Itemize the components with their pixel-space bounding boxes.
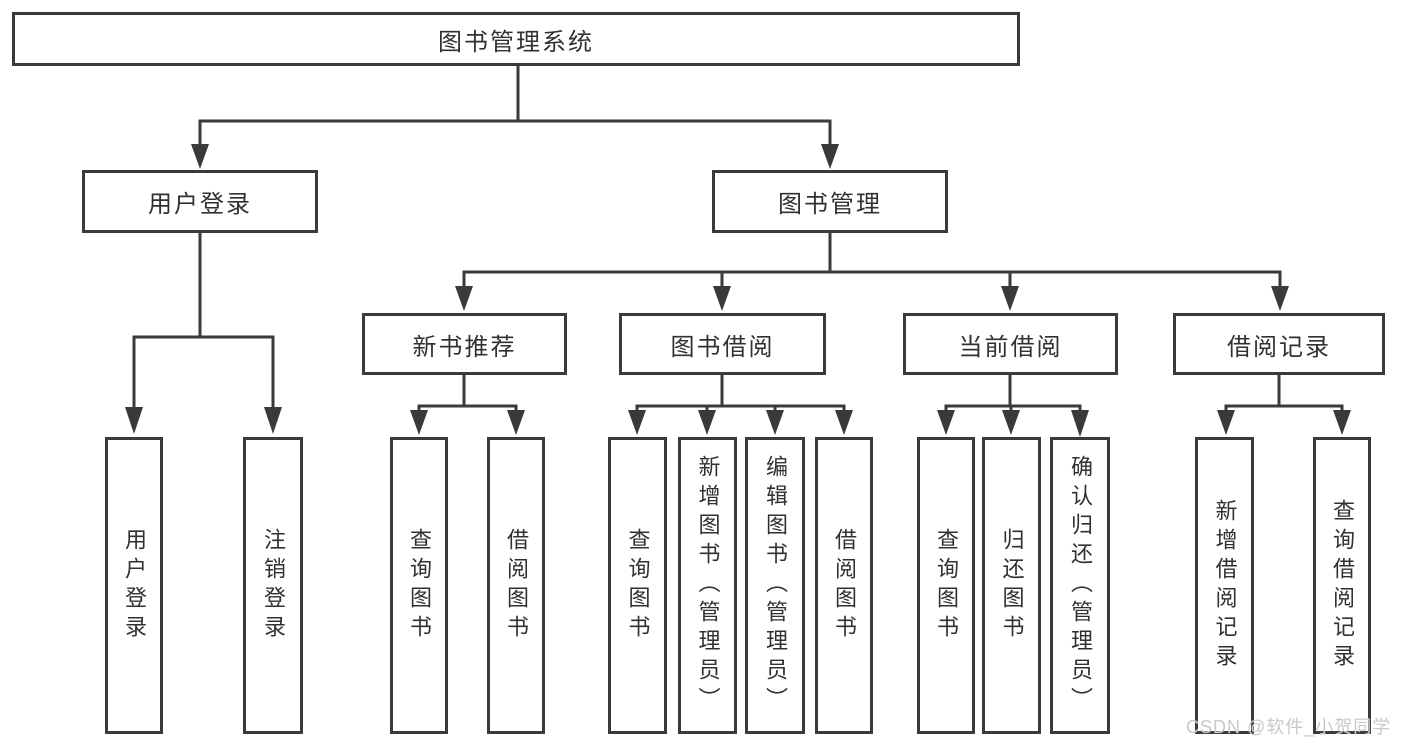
leaf-add-borrow-record: 新增借阅记录 [1195,437,1254,734]
arrowhead [821,144,839,169]
leaf-logout: 注销登录 [243,437,303,734]
arrowhead [937,410,955,435]
leaf-add-books-admin: 新增图书（管理员） [678,437,737,734]
arrowhead [713,286,731,311]
leaf-confirm-return-admin: 确认归还（管理员） [1050,437,1110,734]
arrowhead [1271,286,1289,311]
arrowhead [1333,410,1351,435]
node-current-borrowing: 当前借阅 [903,313,1118,375]
leaf-return-books: 归还图书 [982,437,1041,734]
arrowhead [1001,286,1019,311]
arrowhead [1002,410,1020,435]
arrowhead [766,410,784,435]
arrowhead [1071,410,1089,437]
arrowhead [455,286,473,311]
leaf-query-borrow-record: 查询借阅记录 [1313,437,1371,734]
leaf-edit-books-admin: 编辑图书（管理员） [745,437,805,734]
csdn-watermark: CSDN @软件_小贺同学 [1186,717,1392,737]
leaf-query-books-borrowing: 查询图书 [608,437,667,734]
arrowhead [507,410,525,435]
arrowhead [191,144,209,169]
leaf-query-books-recommendation: 查询图书 [390,437,448,734]
leaf-borrow-books-recommendation: 借阅图书 [487,437,545,734]
node-book-management-branch: 图书管理 [712,170,948,233]
node-user-login-branch: 用户登录 [82,170,318,233]
node-new-book-recommendation: 新书推荐 [362,313,567,375]
arrowhead [410,410,428,435]
node-borrowing-records: 借阅记录 [1173,313,1385,375]
leaf-query-books-current: 查询图书 [917,437,975,734]
node-book-borrowing: 图书借阅 [619,313,826,375]
arrowhead [628,410,646,435]
arrowhead [1217,410,1235,435]
arrowhead [835,410,853,435]
leaf-borrow-books: 借阅图书 [815,437,873,734]
arrowhead [698,410,716,435]
arrowhead [125,407,143,434]
leaf-user-login: 用户登录 [105,437,163,734]
arrowhead [264,407,282,434]
node-library-management-system: 图书管理系统 [12,12,1020,66]
